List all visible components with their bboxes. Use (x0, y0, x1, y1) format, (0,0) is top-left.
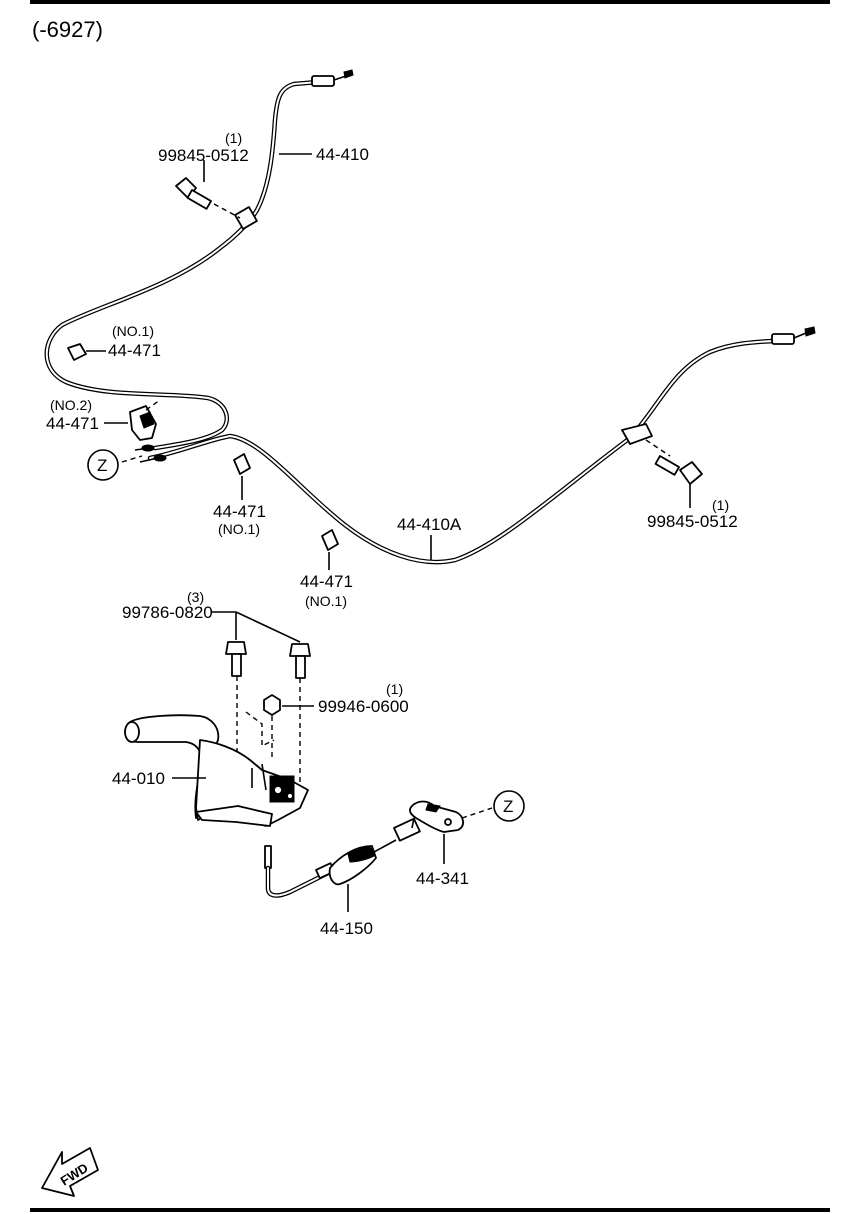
fwd-arrow: FWD (41, 1147, 99, 1197)
fwd-arrow-shape (41, 1147, 99, 1197)
clip-d-note: (NO.1) (305, 593, 347, 609)
lever-bolt-1-head (225, 641, 247, 655)
cable-end-nipple-2 (153, 454, 167, 462)
rear-cable-end-fitting (771, 333, 795, 345)
lever-base (195, 805, 273, 827)
equalizer-cable-rod (264, 845, 272, 869)
ref-z-right-circle (493, 790, 525, 822)
lever-grip-end (124, 721, 140, 743)
clip-c-shape (233, 453, 251, 475)
cable-end-fitting (311, 75, 335, 87)
equalizer-cable-44-150: 44-150 (264, 817, 421, 938)
label-44-410A: 44-410A (397, 515, 462, 560)
clip-44-471-c: 44-471 (NO.1) (213, 453, 266, 537)
ref-z-right-label: Z (503, 797, 513, 816)
lever-pivot (273, 785, 283, 795)
lever-pivot-2 (286, 792, 294, 800)
bolts-lever-qty: (3) (187, 589, 204, 605)
bolt-upper-qty: (1) (225, 130, 242, 146)
lever-bolt-2-head (289, 643, 311, 657)
bolt-99845-0512-upper: (1) 99845-0512 (158, 130, 249, 219)
bolt-shank-right (654, 455, 680, 476)
bolt-head-right (679, 461, 703, 485)
clip-a-note: (NO.1) (112, 323, 154, 339)
bolts-99786-0820: (3) 99786-0820 (122, 589, 311, 800)
cable-end-tip (343, 69, 354, 79)
bolt-right-number: 99845-0512 (647, 512, 738, 531)
clip-44-471-d: 44-471 (NO.1) (300, 529, 353, 609)
equalizer-hole (444, 818, 452, 826)
rear-cable-end-tip (804, 326, 816, 337)
nut-shape (263, 694, 281, 716)
label-44-410: 44-410 (279, 145, 369, 164)
lever-bolt-1-shank (231, 653, 242, 677)
parking-brake-lever-44-010: 44-010 (112, 711, 309, 827)
cable-bracket-right (621, 423, 653, 445)
equalizer-44-341: Z 44-341 (409, 790, 525, 888)
equalizer-cable-number: 44-150 (320, 919, 373, 938)
serial-range-label: (-6927) (32, 17, 103, 42)
clip-a-number: 44-471 (108, 341, 161, 360)
clip-a-shape (67, 343, 87, 361)
bolt-right-qty: (1) (712, 497, 729, 513)
clip-b-dark (139, 411, 155, 429)
clip-d-number: 44-471 (300, 572, 353, 591)
clip-b-number: 44-471 (46, 414, 99, 433)
bolt-upper-number: 99845-0512 (158, 146, 249, 165)
cable-rear-number: 44-410A (397, 515, 462, 534)
equalizer-cable-end (393, 817, 421, 842)
nut-99946-0600: (1) 99946-0600 (263, 681, 409, 760)
clip-c-number: 44-471 (213, 502, 266, 521)
nut-qty: (1) (386, 681, 403, 697)
lever-number: 44-010 (112, 769, 165, 788)
clip-c-note: (NO.1) (218, 521, 260, 537)
bolt-shank-upper (186, 189, 212, 210)
clip-44-471-a: (NO.1) 44-471 (67, 323, 161, 361)
equalizer-plate-dark (425, 803, 441, 813)
ref-z-left-label: Z (97, 456, 107, 475)
lever-bracket-dashed (245, 711, 275, 748)
clip-d-shape (321, 529, 339, 551)
ref-z-left-circle (87, 449, 119, 481)
cable-front-number: 44-410 (316, 145, 369, 164)
cable-ends-z-left: Z (87, 444, 167, 481)
equalizer-cable-yoke-dark (347, 846, 375, 863)
lever-bolt-2-shank (295, 655, 306, 679)
nut-number: 99946-0600 (318, 697, 409, 716)
cable-end-nipple-1 (141, 444, 155, 452)
bolt-99845-0512-right: (1) 99845-0512 (645, 439, 738, 531)
cable-44-410A (147, 326, 816, 565)
bolts-lever-number: 99786-0820 (122, 603, 213, 622)
clip-44-471-b: (NO.2) 44-471 (46, 397, 161, 441)
equalizer-number: 44-341 (416, 869, 469, 888)
cable-bracket-upper (234, 206, 258, 230)
cable-44-410 (44, 69, 354, 451)
clip-b-note: (NO.2) (50, 397, 92, 413)
